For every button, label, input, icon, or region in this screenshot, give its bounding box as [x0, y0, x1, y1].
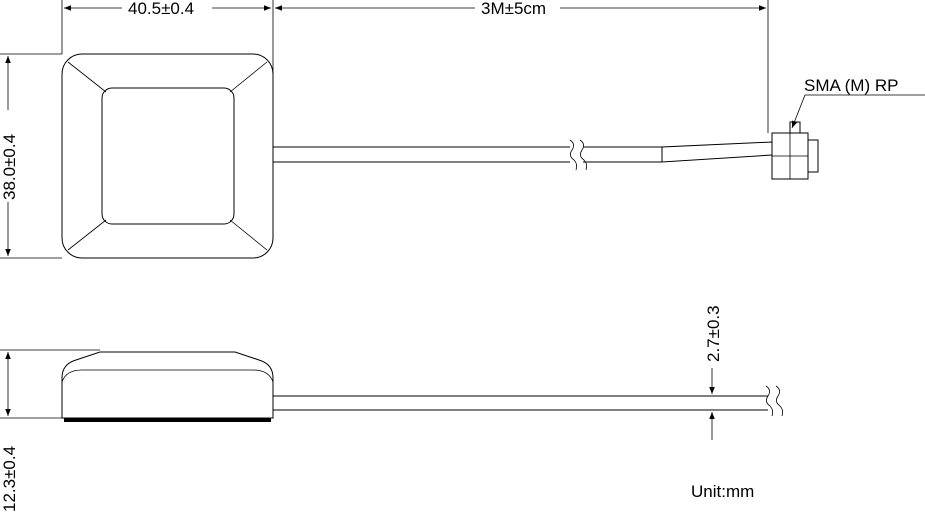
antenna-body-outline	[61, 53, 274, 259]
cable-diameter-dimension: 2.7±0.3	[704, 305, 723, 440]
thickness-dimension: 12.3±0.4	[0, 349, 100, 512]
sma-connector	[771, 121, 819, 180]
width-label: 40.5±0.4	[128, 0, 194, 18]
side-view: 2.7±0.3 12.3±0.4	[0, 305, 784, 512]
side-body-outline	[61, 351, 274, 419]
cable-length-dimension: 3M±5cm	[275, 0, 769, 133]
cable-top	[273, 139, 773, 171]
height-label: 38.0±0.4	[0, 134, 19, 200]
unit-label: Unit:mm	[691, 482, 754, 501]
thickness-label: 12.3±0.4	[0, 446, 19, 512]
side-base	[64, 418, 271, 422]
height-dimension: 38.0±0.4	[0, 53, 62, 259]
cable-diameter-label: 2.7±0.3	[704, 305, 723, 362]
top-view: SMA (M) RP 40.5±0.4 3M±5cm 38.0±0.4	[0, 0, 925, 259]
antenna-patch	[101, 87, 235, 225]
connector-label: SMA (M) RP	[804, 76, 898, 95]
width-dimension: 40.5±0.4	[61, 0, 274, 147]
cable-length-label: 3M±5cm	[481, 0, 546, 18]
